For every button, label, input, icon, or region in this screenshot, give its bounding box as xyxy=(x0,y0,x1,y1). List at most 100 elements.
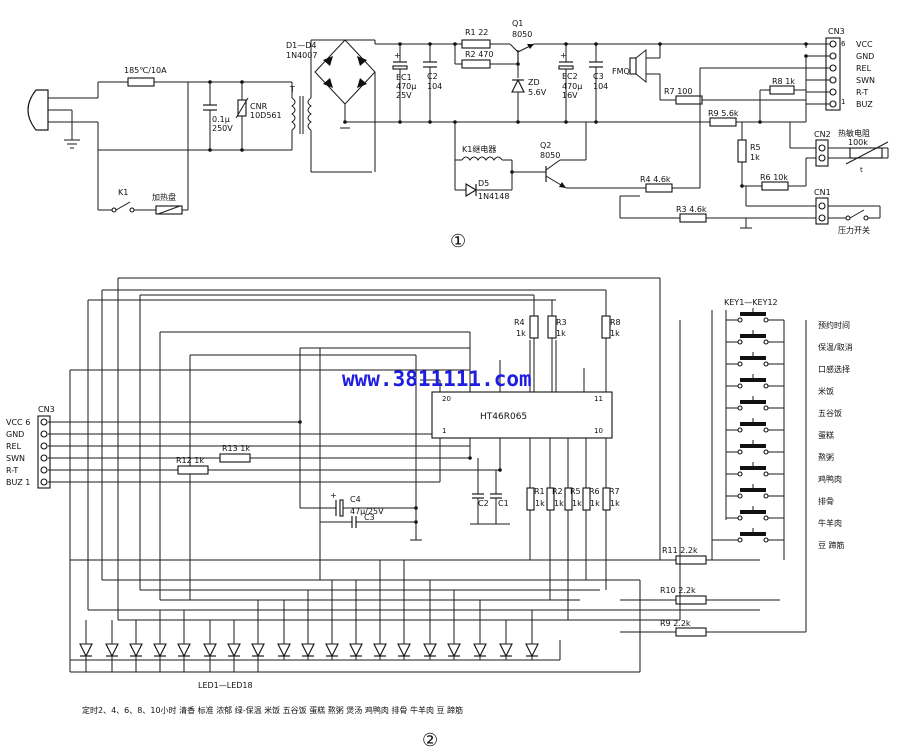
ec1-value: 470μ xyxy=(396,82,416,91)
r1-label: R1 22 xyxy=(465,28,488,37)
cn2-label: CN2 xyxy=(814,130,831,139)
svg-text:+: + xyxy=(330,491,337,500)
q2-part: 8050 xyxy=(540,151,560,160)
led xyxy=(301,590,315,660)
r8-label: R8 1k xyxy=(772,77,795,86)
svg-text:+: + xyxy=(560,51,567,60)
key-label-7: 熬粥 xyxy=(818,452,834,462)
c4-value: 47μ/25V xyxy=(350,507,384,516)
ec1-voltage: 25V xyxy=(396,91,412,100)
r3-c2-value: 1k xyxy=(556,329,566,338)
r9-c2-label: R9 2.2k xyxy=(660,619,691,628)
r3-label: R3 4.6k xyxy=(676,205,707,214)
rbank-r5-val: 1k xyxy=(572,499,582,508)
key-label-1: 预约时间 xyxy=(818,320,850,330)
zd-value: 5.6V xyxy=(528,88,547,97)
led-title: LED1—LED18 xyxy=(198,681,253,690)
led xyxy=(473,600,487,660)
key-switch[interactable] xyxy=(726,440,784,455)
q2-label: Q2 xyxy=(540,141,551,150)
key-label-5: 五谷饭 xyxy=(818,408,842,418)
bridge-label: D1—D4 xyxy=(286,41,317,50)
rbank-r1-val: 1k xyxy=(535,499,545,508)
ic-pin11: 11 xyxy=(594,395,603,403)
rbank-r6-val: 1k xyxy=(590,499,600,508)
key-switch[interactable] xyxy=(726,352,784,367)
key-switch[interactable] xyxy=(726,506,784,521)
heater-label: 加热盘 xyxy=(152,192,176,202)
c4-label: C4 xyxy=(350,495,361,504)
r6-label: R6 10k xyxy=(760,173,788,182)
key-label-10: 牛羊肉 xyxy=(818,518,842,528)
power-board-circuit: 185℃/10A K1 加热盘 0.1μ 250V CNR xyxy=(27,19,889,252)
led xyxy=(499,620,513,660)
led xyxy=(397,560,411,660)
cn3-connector-top xyxy=(825,37,841,111)
r5-value: 1k xyxy=(750,153,760,162)
cn3-top-vcc: VCC xyxy=(856,40,873,49)
c2-value: 104 xyxy=(427,82,442,91)
cn3-top-rt: R-T xyxy=(856,88,868,97)
ic-pin10: 10 xyxy=(594,427,603,435)
transformer: T xyxy=(289,40,312,172)
r10-label: R10 2.2k xyxy=(660,586,696,595)
key-switch[interactable] xyxy=(726,484,784,499)
r3-c2-label: R3 xyxy=(556,318,567,327)
thermistor-value: 100k xyxy=(848,138,868,147)
zd-label: ZD xyxy=(528,78,540,87)
key-label-8: 鸡鸭肉 xyxy=(818,474,842,484)
led-row xyxy=(79,560,539,672)
led xyxy=(203,643,217,672)
led xyxy=(325,580,339,660)
key-switch[interactable] xyxy=(712,528,784,543)
rbank-r5: R5 xyxy=(570,487,581,496)
key-matrix xyxy=(712,308,784,543)
c2-c2-label: C2 xyxy=(478,499,489,508)
cn3-left-label: CN3 xyxy=(38,405,55,414)
c3-label: C3 xyxy=(593,72,604,81)
key-switch[interactable] xyxy=(726,418,784,433)
key-label-11: 豆 蹄筋 xyxy=(818,540,845,550)
led xyxy=(79,620,93,672)
pressure-switch-label: 压力开关 xyxy=(838,225,870,235)
ec1-label: EC1 xyxy=(396,73,412,82)
r8-c2-label: R8 xyxy=(610,318,621,327)
q2-transistor xyxy=(538,159,567,189)
key-label-4: 米饭 xyxy=(818,386,834,396)
cn3-left-vcc: VCC 6 xyxy=(6,418,30,427)
key-switch[interactable] xyxy=(726,396,784,411)
rbank-r2: R2 xyxy=(552,487,563,496)
cn3-top-pin6: 6 xyxy=(841,40,846,48)
d5-part: 1N4148 xyxy=(478,192,509,201)
led-caption: 定时2、4、6、8、10小时 清香 标准 浓郁 绿-保温 米饭 五谷饭 蛋糕 熬… xyxy=(82,705,463,715)
led xyxy=(349,580,363,660)
key-label-9: 排骨 xyxy=(818,496,834,506)
r4-c2-value: 1k xyxy=(516,329,526,338)
ac-plug xyxy=(27,89,80,149)
r5-label: R5 xyxy=(750,143,761,152)
r4-label: R4 4.6k xyxy=(640,175,671,184)
r4-c2-label: R4 xyxy=(514,318,525,327)
ec2-label: EC2 xyxy=(562,72,578,81)
q1-transistor xyxy=(509,43,535,64)
key-label-3: 口感选择 xyxy=(818,364,850,374)
cn1-label: CN1 xyxy=(814,188,831,197)
q1-part: 8050 xyxy=(512,30,532,39)
key-switch[interactable] xyxy=(726,308,784,323)
cn3-top-gnd: GND xyxy=(856,52,874,61)
thermistor-t: t xyxy=(860,166,863,174)
rbank-r7-val: 1k xyxy=(610,499,620,508)
key-switch[interactable] xyxy=(726,330,784,345)
rbank-r6: R6 xyxy=(589,487,600,496)
r7-label: R7 100 xyxy=(664,87,692,96)
led xyxy=(153,610,167,672)
cnr-value: 10D561 xyxy=(250,111,282,120)
watermark: www.3811111.com xyxy=(342,367,532,391)
keys-title: KEY1—KEY12 xyxy=(724,298,778,307)
key-switch[interactable] xyxy=(726,374,784,389)
key-switch[interactable] xyxy=(726,462,784,477)
ic-pin1: 1 xyxy=(442,427,446,435)
cn3-left-rt: R-T xyxy=(6,466,18,475)
c3-c2-label: C3 xyxy=(364,513,375,522)
cn1-connector xyxy=(815,197,829,225)
